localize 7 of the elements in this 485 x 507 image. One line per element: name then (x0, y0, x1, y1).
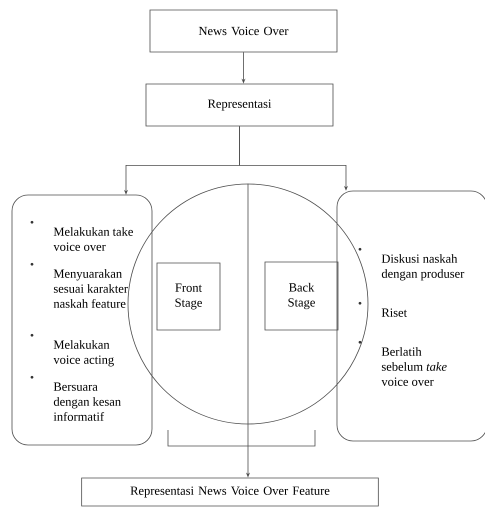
process-box: Representasi (146, 84, 334, 126)
process-box: News Voice Over (150, 10, 338, 52)
bullet-list-box: Melakukan take voice over Menyuarakan sesuai karakter naskah feature Melakukan voice acting Bersuara dengan kesan informatif (12, 194, 152, 446)
process-box: Front Stage (156, 262, 220, 330)
process-box: Back Stage (264, 262, 338, 330)
bullet-list-box: Diskusi naskah dengan produser Riset Berlatih sebelum take voice over (336, 190, 485, 442)
process-box: Representasi News Voice Over Feature (81, 478, 379, 506)
